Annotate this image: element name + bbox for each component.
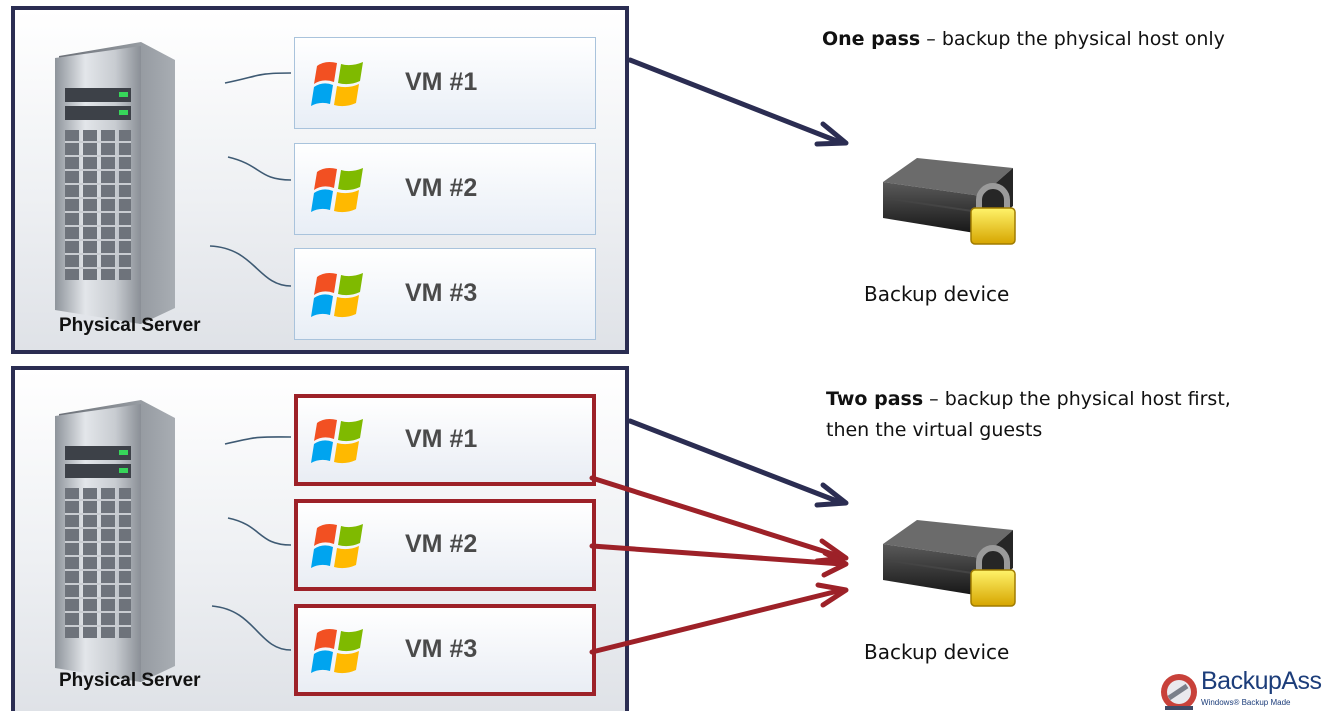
device-label: Backup device [864, 282, 1010, 306]
backupassist-logo-icon [1161, 674, 1197, 710]
windows-logo-icon [311, 62, 363, 107]
arrowhead-icon [814, 121, 849, 147]
caption-bold: Two pass [826, 388, 924, 410]
guest-backup-arrow [589, 587, 845, 655]
windows-logo-icon [311, 629, 363, 674]
vm-label: VM #1 [405, 425, 478, 453]
brand-name: BackupAss [1201, 668, 1322, 695]
caption-bold: One pass [822, 28, 921, 50]
backupassist-logo: BackupAss Windows® Backup Made [1157, 668, 1334, 711]
guest-backup-arrow [589, 475, 845, 560]
host-backup-arrow [627, 418, 845, 506]
vm-box-3: VM #3 [294, 248, 596, 340]
windows-logo-icon [311, 419, 363, 464]
vm-box-3: VM #3 [294, 604, 596, 696]
caption-one-pass: One pass – backup the physical host only [822, 24, 1225, 55]
server-tower-icon [55, 42, 175, 324]
windows-logo-icon [311, 524, 363, 569]
caption-two-pass: Two pass – backup the physical host firs… [826, 384, 1231, 446]
panel-one-pass: Physical Server VM #1 VM #2 VM #3 [11, 6, 629, 354]
vm-label: VM #3 [405, 635, 478, 663]
caption-text: – backup the physical host first, [923, 388, 1231, 410]
windows-logo-icon [311, 168, 363, 213]
caption-text: – backup the physical host only [920, 28, 1225, 50]
panel-two-pass: Physical Server VM #1 VM #2 VM #3 [11, 366, 629, 711]
arrowhead-icon [814, 482, 849, 508]
server-label: Physical Server [59, 315, 201, 336]
windows-logo-icon [311, 273, 363, 318]
server-tower-icon [55, 400, 175, 682]
brand-tagline: Windows® Backup Made [1201, 698, 1291, 707]
backup-drive-lock-icon [883, 158, 1016, 245]
vm-box-2: VM #2 [294, 499, 596, 591]
vm-label: VM #1 [405, 68, 478, 96]
arrowhead-icon [815, 582, 849, 608]
host-backup-arrow [627, 57, 845, 146]
guest-backup-arrow [589, 543, 845, 567]
vm-box-1: VM #1 [294, 394, 596, 486]
device-label: Backup device [864, 640, 1010, 664]
vm-label: VM #2 [405, 530, 478, 558]
vm-label: VM #2 [405, 174, 478, 202]
vm-box-1: VM #1 [294, 37, 596, 129]
arrowhead-icon [814, 538, 849, 564]
server-label: Physical Server [59, 670, 201, 691]
vm-label: VM #3 [405, 279, 478, 307]
vm-box-2: VM #2 [294, 143, 596, 235]
arrowhead-icon [821, 550, 849, 578]
caption-text-line2: then the virtual guests [826, 419, 1043, 441]
backup-drive-lock-icon [883, 520, 1016, 607]
